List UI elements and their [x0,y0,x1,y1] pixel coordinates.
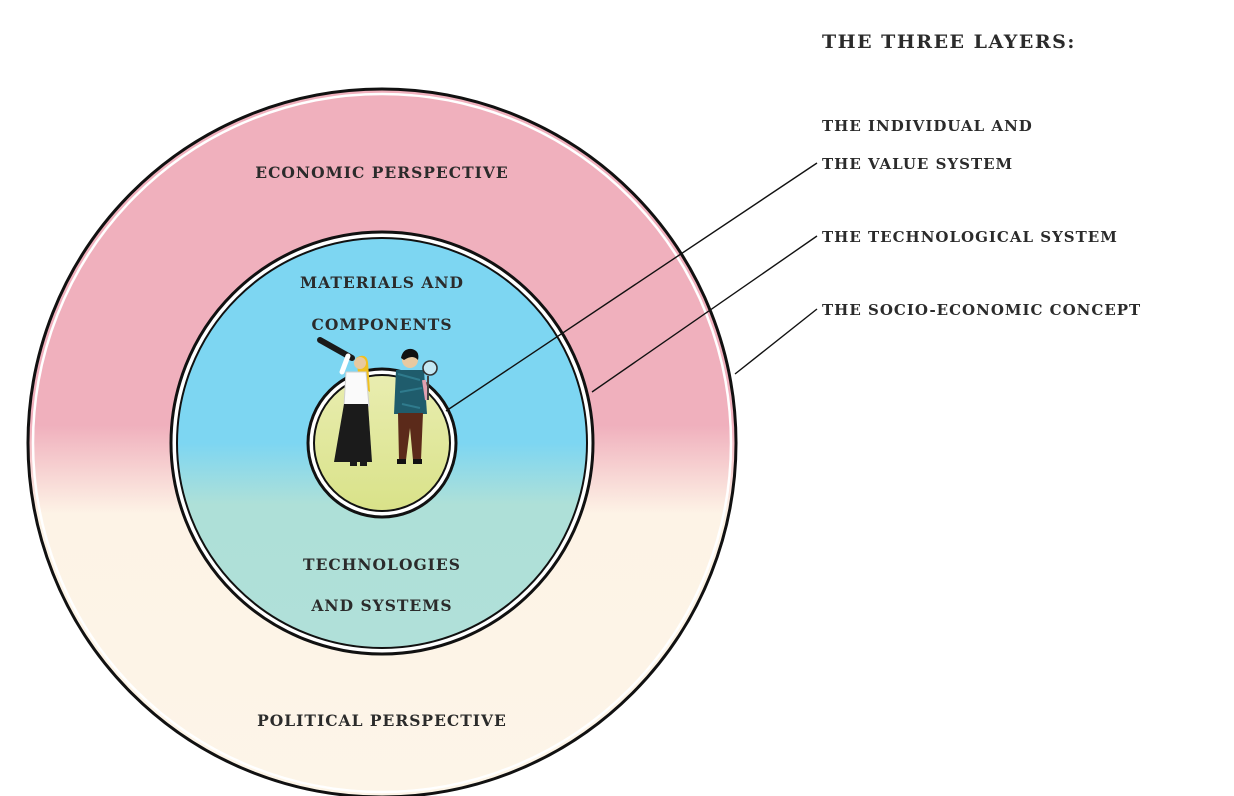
inner-circle [306,367,458,519]
leader-line-technological [591,235,818,393]
materials-label-line1: MATERIALS AND [300,273,464,292]
layer-socio-economic: THE SOCIO-ECONOMIC CONCEPT [822,301,1141,319]
political-perspective-label: POLITICAL PERSPECTIVE [257,711,507,730]
materials-label-line2: COMPONENTS [311,315,452,334]
technologies-label-line1: TECHNOLOGIES [303,555,461,574]
technologies-label-line2: AND SYSTEMS [310,596,452,615]
layer-technological: THE TECHNOLOGICAL SYSTEM [822,228,1118,246]
layer-individual-line1: THE INDIVIDUAL AND [822,117,1033,135]
legend-title: THE THREE LAYERS: [822,31,1076,53]
leader-line-individual [445,162,818,412]
leader-line-socio-economic [734,308,818,375]
person-with-magnifier-icon [394,348,438,464]
layer-individual-line2: THE VALUE SYSTEM [822,155,1013,173]
economic-perspective-label: ECONOMIC PERSPECTIVE [255,163,508,182]
leader-lines [445,162,818,412]
person-with-telescope-icon [317,337,372,466]
